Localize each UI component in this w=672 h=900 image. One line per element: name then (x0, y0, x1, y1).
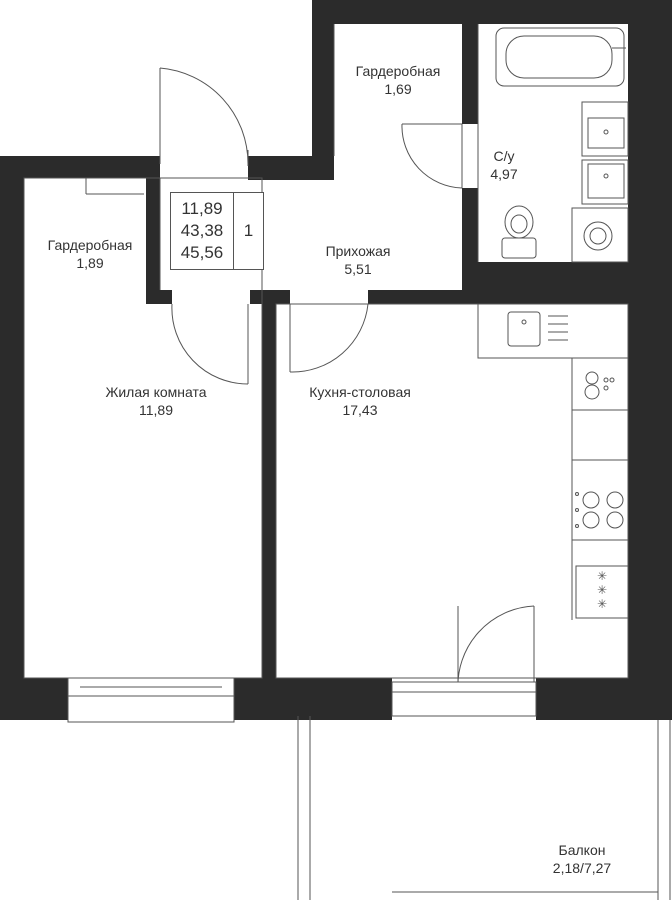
stove-icon (575, 491, 624, 529)
sink-icon (581, 101, 629, 205)
room-label-wardrobe-left: Гардеробная 1,89 (48, 236, 133, 272)
area-summary-box: 11,89 43,38 45,56 1 (170, 192, 264, 270)
room-area: 5,51 (344, 261, 372, 277)
room-area: 17,43 (342, 402, 378, 418)
room-name: Жилая комната (105, 384, 207, 400)
bathtub-icon (495, 27, 626, 87)
room-label-kitchen: Кухня-столовая 17,43 (309, 383, 411, 419)
kitchen-sink-icon (477, 303, 629, 359)
windows (67, 677, 537, 723)
total-with-balcony-value: 45,56 (180, 243, 224, 262)
room-name: Гардеробная (47, 237, 133, 253)
doors (159, 67, 535, 691)
room-count: 1 (243, 221, 254, 240)
room-area: 11,89 (139, 402, 173, 418)
room-label-hallway: Прихожая 5,51 (326, 242, 391, 278)
room-area: 1,69 (384, 81, 412, 97)
svg-text:✳: ✳ (597, 583, 607, 597)
fridge-icon: ✳ ✳ ✳ (575, 565, 629, 619)
total-area-value: 43,38 (180, 221, 224, 240)
room-label-living-room: Жилая комната 11,89 (105, 383, 206, 419)
room-name: Гардеробная (355, 63, 441, 79)
room-area: 4,97 (490, 166, 518, 182)
svg-text:✳: ✳ (597, 597, 607, 611)
room-area: 2,18/7,27 (552, 860, 612, 876)
kitchen-counter (571, 358, 628, 620)
walls (0, 0, 672, 720)
room-label-balcony: Балкон 2,18/7,27 (553, 841, 611, 877)
inner-lines (23, 24, 629, 679)
area-values: 11,89 43,38 45,56 (171, 193, 234, 269)
balcony-outline (297, 716, 671, 900)
room-label-bathroom: С/у 4,97 (490, 147, 517, 183)
washing-machine-icon (571, 207, 629, 263)
svg-text:✳: ✳ (597, 569, 607, 583)
living-area-value: 11,89 (181, 199, 223, 218)
toilet-icon (501, 205, 537, 259)
room-name: С/у (493, 148, 515, 164)
room-label-wardrobe-top: Гардеробная 1,69 (356, 62, 441, 98)
room-name: Прихожая (325, 243, 391, 259)
room-name: Балкон (558, 842, 606, 858)
room-name: Кухня-столовая (309, 384, 411, 400)
dishwasher-icon (584, 371, 615, 400)
room-area: 1,89 (76, 255, 104, 271)
